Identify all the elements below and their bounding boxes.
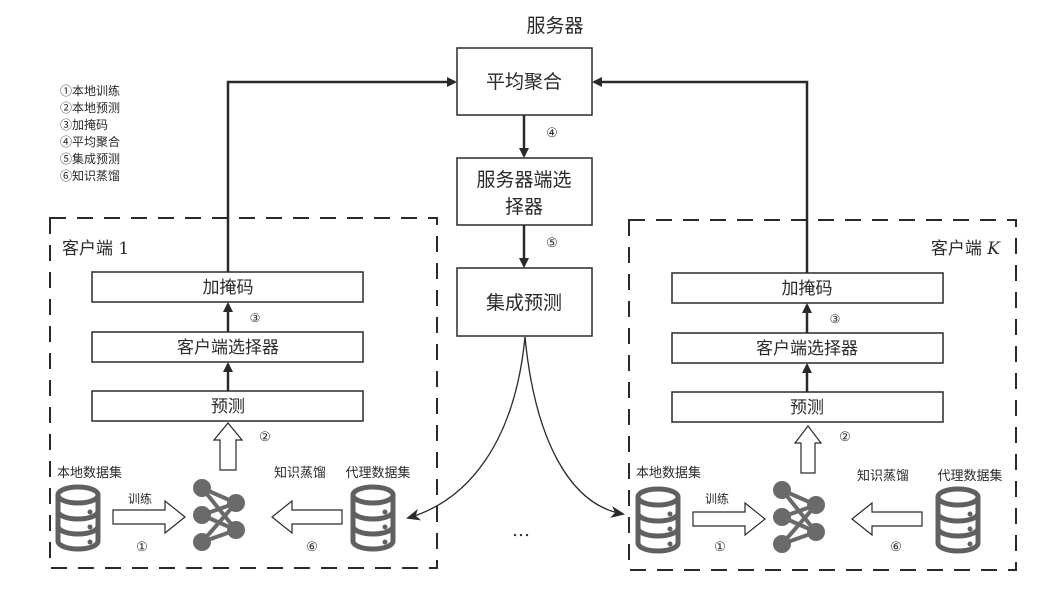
- client-1-selector-box: [91, 331, 364, 363]
- client-k-proxy-database-icon: [938, 489, 978, 551]
- legend-item: ④平均聚合: [60, 134, 120, 149]
- client-k-proxy-dataset-label: 代理数据集: [937, 468, 1002, 484]
- client-k-train-hollow-arrow: [692, 501, 766, 537]
- curve-ensemble-to-client-k: [524, 336, 625, 518]
- legend-item: ⑥知识蒸馏: [60, 169, 120, 183]
- client-1-train-label: 训练: [128, 491, 152, 506]
- client-1-step-distill: ⑥: [306, 540, 318, 555]
- client-1-step-predict: ②: [259, 430, 271, 445]
- legend-item: ③加掩码: [60, 118, 108, 132]
- step-aggregate-label: ④: [546, 126, 558, 141]
- client-1-container: [49, 217, 438, 569]
- ensemble-box-label: 集成预测: [486, 292, 562, 314]
- client-1-proxy-database-icon: [353, 487, 393, 549]
- client-k-step-mask: ③: [830, 312, 841, 326]
- client-1-local-dataset-label: 本地数据集: [57, 465, 122, 481]
- aggregate-box: [456, 47, 593, 116]
- client-k-local-dataset-label: 本地数据集: [636, 465, 701, 481]
- client-1-train-hollow-arrow: [112, 499, 186, 535]
- client-1-step-train: ①: [136, 540, 148, 555]
- client-1-proxy-dataset-label: 代理数据集: [345, 465, 410, 481]
- client-k-mask-label: 加掩码: [782, 279, 833, 299]
- ensemble-box: [456, 267, 593, 337]
- client-k-step-train: ①: [714, 540, 726, 555]
- client-1-step-mask: ③: [250, 311, 261, 325]
- client-1-distill-hollow-arrow: [271, 499, 343, 535]
- ellipsis-more-clients: …: [512, 520, 530, 541]
- client-1-title: 客户端 1: [62, 239, 129, 259]
- client-k-step-predict: ②: [839, 430, 851, 445]
- client-1-local-database-icon: [58, 487, 98, 549]
- client-1-distill-label: 知识蒸馏: [274, 465, 326, 481]
- step-ensemble-label: ⑤: [546, 236, 558, 251]
- client-k-predict-box: [671, 391, 944, 423]
- client-k-title-var: K: [986, 239, 1001, 259]
- legend-item: ⑤集成预测: [60, 151, 120, 166]
- client-1-predict-hollow-arrow: [212, 422, 244, 471]
- legend-item: ②本地预测: [60, 101, 120, 115]
- client-k-container: [628, 219, 1017, 571]
- legend: ①本地训练 ②本地预测 ③加掩码 ④平均聚合 ⑤集成预测 ⑥知识蒸馏: [60, 83, 120, 183]
- client-k-local-database-icon: [638, 489, 678, 551]
- client-1-predict-label: 预测: [211, 397, 245, 417]
- legend-item: ①本地训练: [60, 83, 120, 98]
- server-selector-label-1: 服务器端选: [476, 169, 571, 191]
- arrow-client-1-to-aggregate: [226, 77, 457, 272]
- server-selector-label-2: 择器: [505, 196, 543, 218]
- server-selector-box: [456, 157, 593, 226]
- client-k-predict-hollow-arrow: [793, 425, 823, 474]
- client-k-selector-label: 客户端选择器: [756, 339, 858, 359]
- client-1-mask-label: 加掩码: [203, 278, 254, 298]
- client-k-train-label: 训练: [705, 491, 729, 506]
- client-k-step-distill: ⑥: [890, 540, 902, 555]
- arrow-client-k-to-aggregate: [592, 77, 809, 273]
- client-k-neural-network-icon: [771, 479, 827, 555]
- client-k-mask-box: [671, 272, 944, 304]
- curve-ensemble-to-client-1-proxy: [406, 336, 526, 521]
- client-k-distill-label: 知识蒸馏: [857, 468, 909, 484]
- client-k-title-prefix: 客户端: [931, 239, 987, 259]
- client-1-neural-network-icon: [191, 477, 247, 553]
- client-1-selector-label: 客户端选择器: [177, 338, 279, 358]
- aggregate-box-label: 平均聚合: [486, 71, 562, 93]
- server-title: 服务器: [526, 15, 583, 37]
- client-k-predict-label: 预测: [790, 398, 824, 418]
- client-k-selector-box: [671, 332, 944, 364]
- client-k-title: 客户端 K: [931, 239, 1001, 259]
- client-k-distill-hollow-arrow: [851, 501, 923, 537]
- client-1-predict-box: [91, 390, 364, 422]
